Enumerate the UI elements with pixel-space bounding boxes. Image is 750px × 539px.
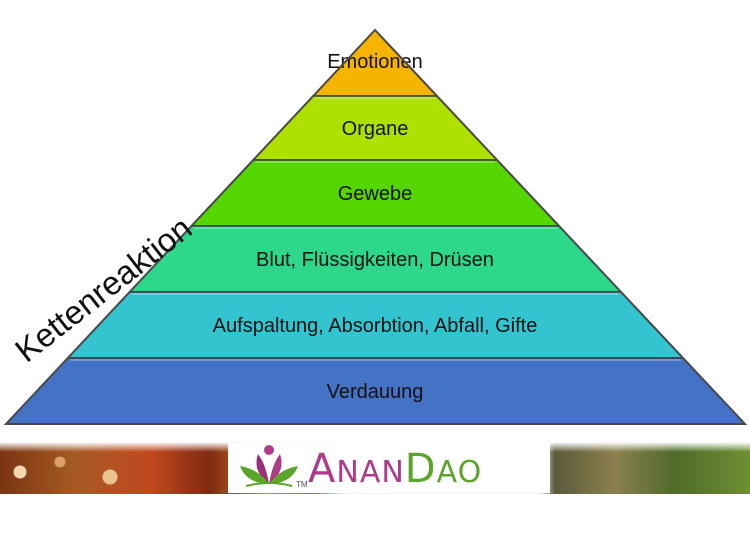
- logo-letters-ao: AO: [436, 455, 483, 490]
- pyramid-outline: [3, 28, 748, 425]
- pyramid-level-label: Organe: [342, 118, 409, 140]
- pyramid-level-label: Gewebe: [338, 183, 413, 205]
- lotus-icon: [240, 445, 298, 487]
- logo-letters-nan: NAN: [336, 455, 405, 490]
- logo-letter-d: D: [404, 446, 437, 492]
- pyramid-level-label: Emotionen: [327, 51, 423, 73]
- pyramid-level-label: Verdauung: [327, 381, 424, 403]
- anandao-logo-text: ANANDAO: [308, 446, 482, 492]
- pyramid-level-label: Blut, Flüssigkeiten, Drüsen: [256, 249, 494, 271]
- trademark-label: TM: [296, 480, 308, 489]
- logo-letter-a: A: [308, 446, 337, 492]
- pyramid-level-label: Aufspaltung, Absorbtion, Abfall, Gifte: [213, 315, 538, 337]
